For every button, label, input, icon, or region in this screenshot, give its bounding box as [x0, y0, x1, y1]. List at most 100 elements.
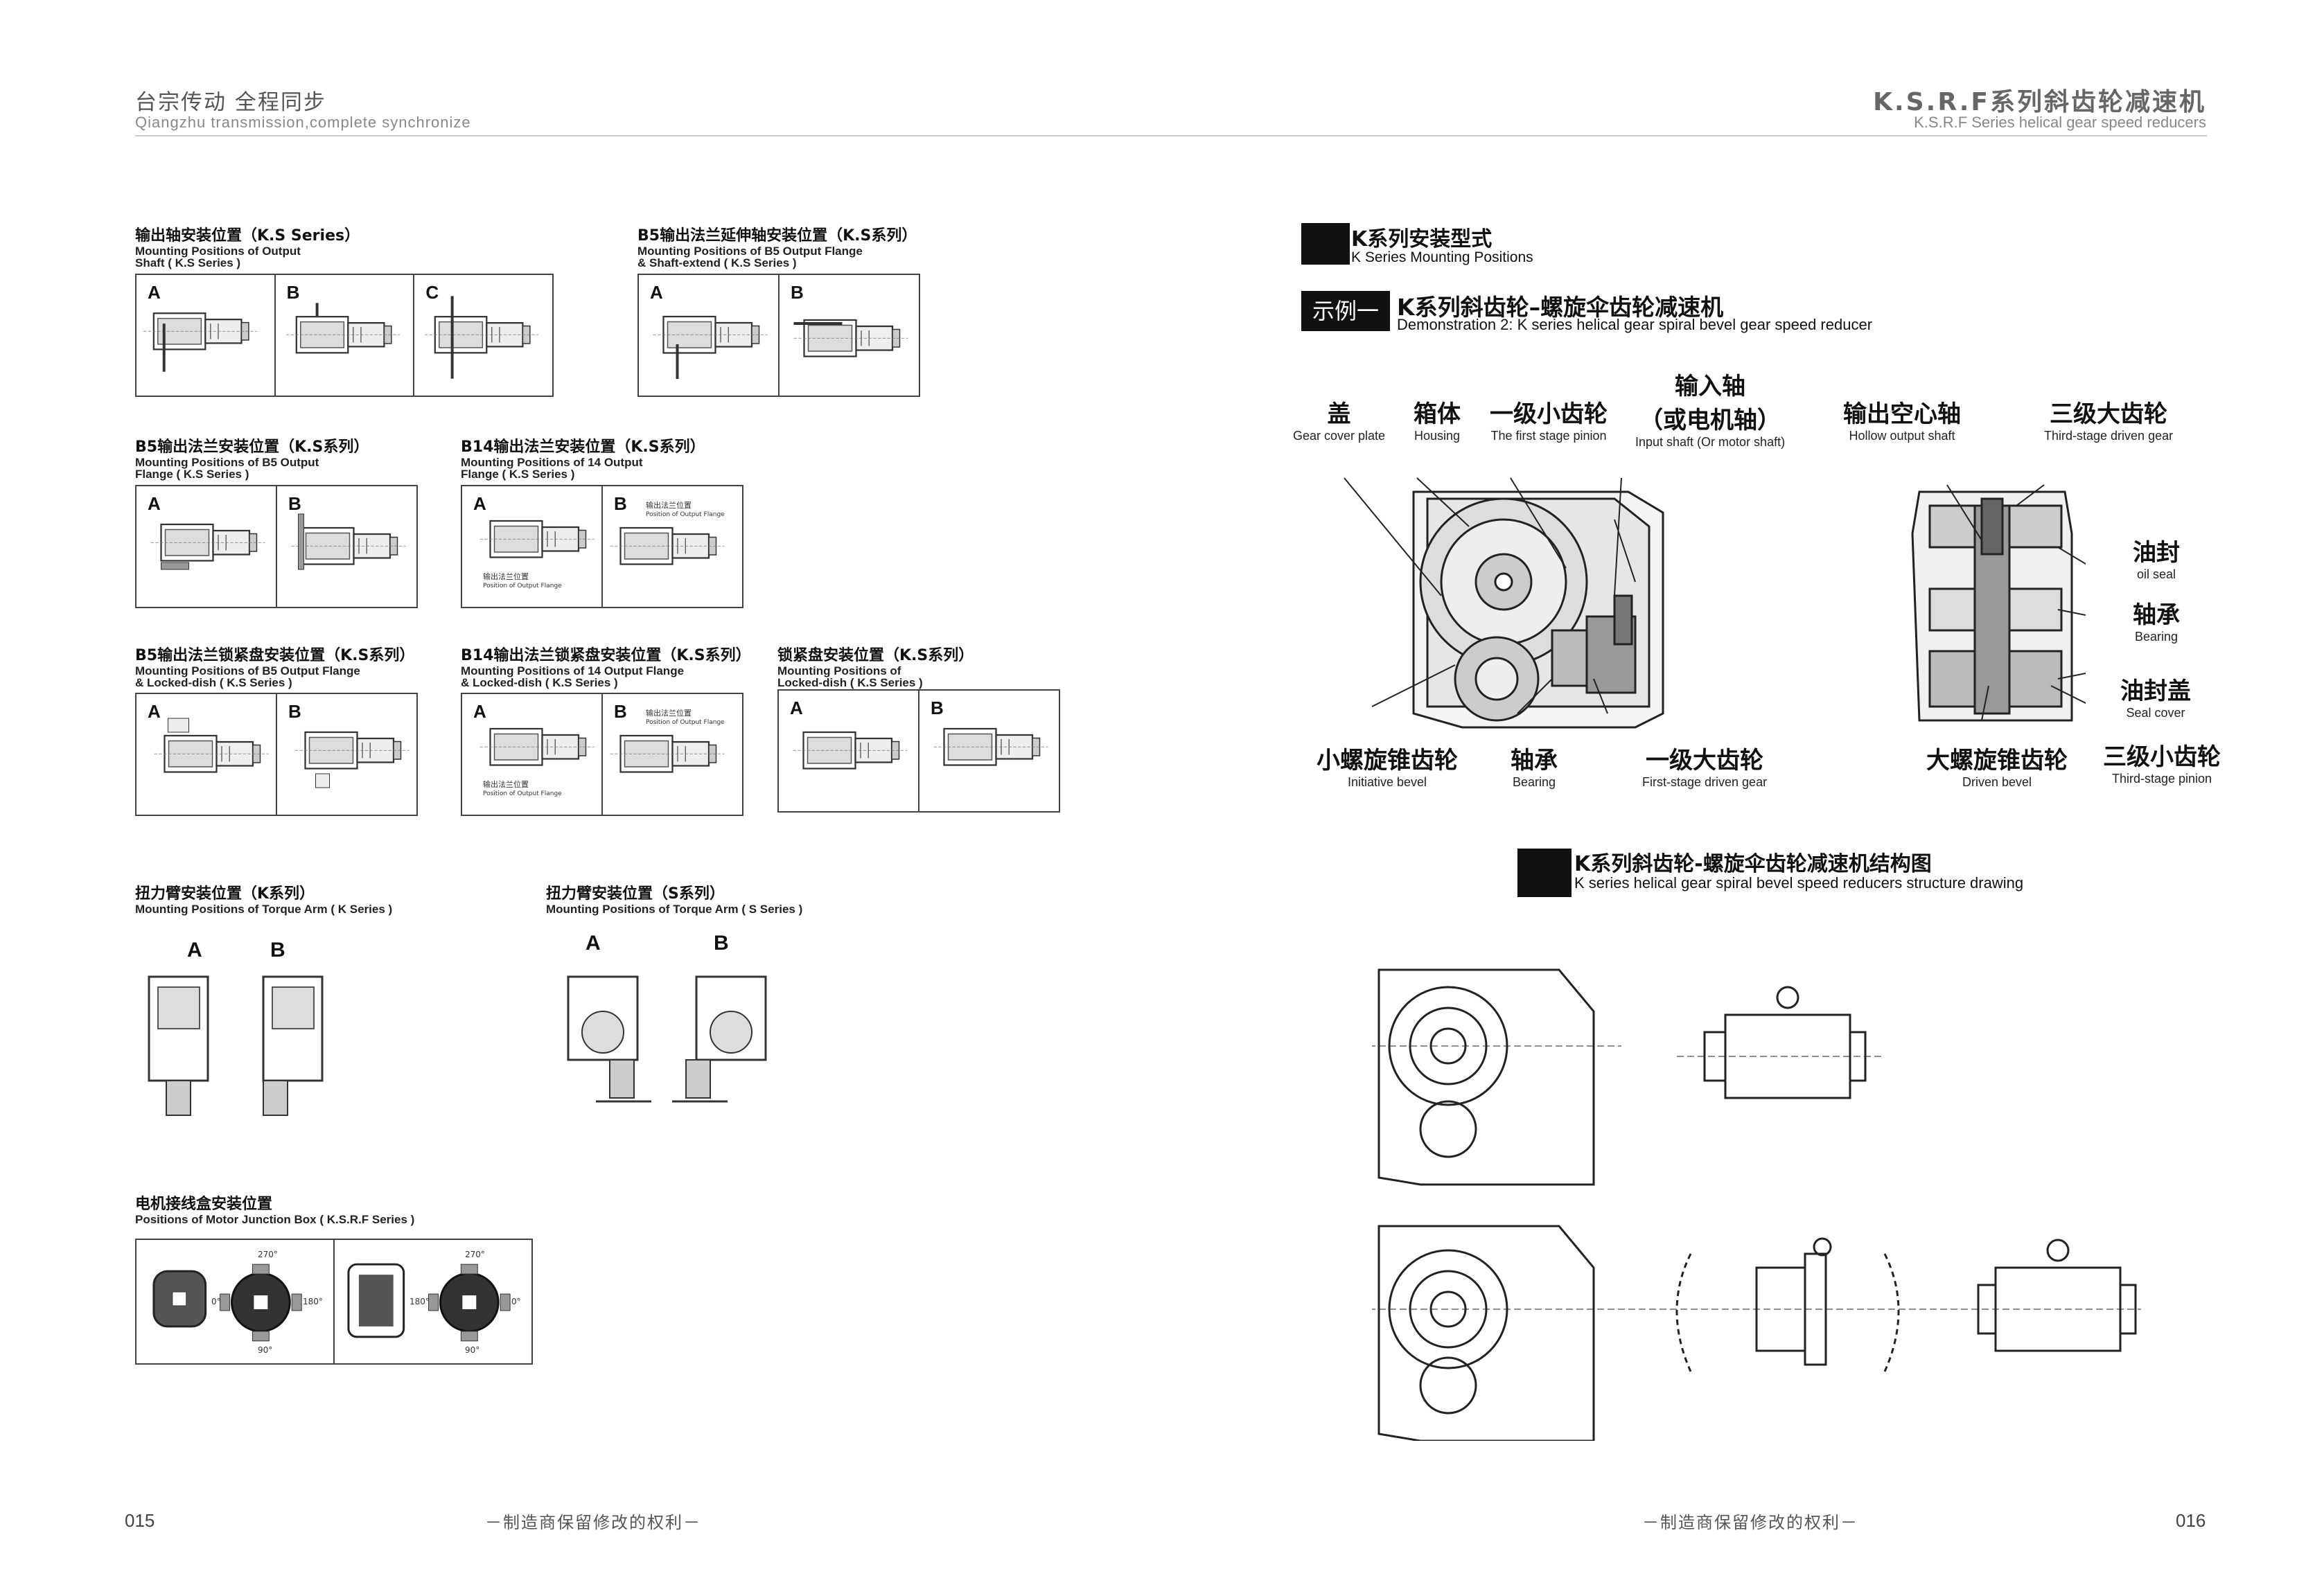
section-title-cn: 扭力臂安装位置（S系列）: [546, 885, 725, 903]
torque-k-label-b: B: [270, 939, 285, 961]
section-title-en: Positions of Motor Junction Box ( K.S.R.…: [135, 1213, 415, 1226]
panel-b: B: [277, 486, 416, 607]
panel-k: 270° 0° 180° 90°: [137, 1240, 335, 1363]
torque-s-drawing: [567, 975, 767, 1103]
b5-flange-diagram: A B: [135, 485, 418, 608]
torque-s-label-a: A: [586, 932, 601, 955]
structure-title-en: K series helical gear spiral bevel speed…: [1574, 874, 2024, 892]
section-title-en: Mounting Positions of B5 Output Flange: [637, 245, 863, 258]
header-right-cn: K.S.R.F系列斜齿轮减速机: [1873, 88, 2206, 116]
section-output-shaft: 输出轴安装位置（K.S Series） Mounting Positions o…: [135, 223, 360, 269]
section-b5-shaft-extend: B5输出法兰延伸轴安装位置（K.S系列） Mounting Positions …: [637, 223, 917, 269]
section-title-cn: B5输出法兰安装位置（K.S系列）: [135, 438, 369, 456]
demo-title-en: Demonstration 2: K series helical gear s…: [1397, 316, 1873, 333]
section-title-cn: B5输出法兰延伸轴安装位置（K.S系列）: [637, 227, 917, 245]
b5-shaft-extend-diagram: A B: [637, 274, 920, 397]
locked-dish-diagram: A B: [777, 689, 1060, 813]
section-title-en: Flange ( K.S Series ): [461, 468, 575, 481]
torque-k-label-a: A: [187, 939, 202, 961]
header-left-cn: 台宗传动 全程同步: [135, 90, 326, 115]
label-input-shaft: 输入轴（或电机轴）Input shaft (Or motor shaft): [1635, 373, 1786, 449]
demo-title-cn: K系列斜齿轮–螺旋伞齿轮减速机: [1397, 294, 1724, 321]
torque-k-drawing: [148, 975, 324, 1116]
section-title-en: Mounting Positions of 14 Output: [461, 456, 643, 469]
positions-title-cn: K系列安装型式: [1351, 227, 1493, 251]
panel-a: A: [137, 486, 277, 607]
section-title-cn: B5输出法兰锁紧盘安装位置（K.S系列）: [135, 647, 415, 664]
panel-a: A: [639, 275, 780, 396]
section-title-en: Locked-dish ( K.S Series ): [777, 676, 923, 689]
page-number-left: 015: [125, 1510, 155, 1531]
panel-a: A: [137, 694, 277, 815]
section-title-cn: 输出轴安装位置（K.S Series）: [135, 227, 360, 245]
title-marker: [1517, 849, 1572, 897]
section-title-en: Mounting Positions of Torque Arm ( S Ser…: [546, 903, 803, 916]
panel-b: B: [277, 694, 416, 815]
section-b5-flange: B5输出法兰安装位置（K.S系列） Mounting Positions of …: [135, 434, 369, 480]
panel-b: B: [780, 275, 919, 396]
section-title-en: & Locked-dish ( K.S Series ): [461, 676, 618, 689]
footer-notice-right: －制造商保留修改的权利－: [1642, 1513, 1858, 1532]
section-title-en: Mounting Positions of: [777, 664, 901, 677]
header-rule: [135, 135, 2207, 136]
panel-s: 270° 180° 0° 90°: [335, 1240, 531, 1363]
cross-section-drawing: [1344, 477, 2086, 729]
section-title-en: Mounting Positions of B5 Output: [135, 456, 319, 469]
title-marker: [1301, 223, 1350, 265]
section-torque-s: 扭力臂安装位置（S系列） Mounting Positions of Torqu…: [546, 881, 802, 915]
section-title-en: & Shaft-extend ( K.S Series ): [637, 256, 797, 269]
section-title-cn: B14输出法兰锁紧盘安装位置（K.S系列）: [461, 647, 751, 664]
section-torque-k: 扭力臂安装位置（K系列） Mounting Positions of Torqu…: [135, 881, 392, 915]
section-b5-locked: B5输出法兰锁紧盘安装位置（K.S系列） Mounting Positions …: [135, 643, 414, 689]
footer-notice-left: －制造商保留修改的权利－: [485, 1513, 701, 1532]
junction-diagram: 270° 0° 180° 90° 270° 180° 0° 90°: [135, 1239, 533, 1365]
panel-a: A: [779, 691, 919, 811]
output-shaft-diagram: A B C: [135, 274, 554, 397]
section-b14-locked: B14输出法兰锁紧盘安装位置（K.S系列） Mounting Positions…: [461, 643, 751, 689]
section-title-en: Mounting Positions of 14 Output Flange: [461, 664, 685, 677]
page-number-right: 016: [2176, 1510, 2206, 1531]
section-title-en: Shaft ( K.S Series ): [135, 256, 241, 269]
torque-s-label-b: B: [714, 932, 729, 955]
panel-b: B: [276, 275, 415, 396]
section-title-en: Mounting Positions of Output: [135, 245, 301, 258]
section-title-en: Mounting Positions of B5 Output Flange: [135, 664, 360, 677]
section-title-en: Mounting Positions of Torque Arm ( K Ser…: [135, 903, 393, 916]
header-left-en: Qiangzhu transmission,complete synchroni…: [135, 114, 471, 131]
positions-title-en: K Series Mounting Positions: [1351, 249, 1533, 265]
demo-badge: 示例一: [1301, 291, 1390, 331]
section-title-en: & Locked-dish ( K.S Series ): [135, 676, 292, 689]
section-title-cn: B14输出法兰安装位置（K.S系列）: [461, 438, 705, 456]
panel-b: B: [919, 691, 1059, 811]
section-title-cn: 锁紧盘安装位置（K.S系列）: [777, 647, 974, 664]
header-right-en: K.S.R.F Series helical gear speed reduce…: [1914, 114, 2206, 131]
structure-drawing: [1372, 968, 2141, 1441]
section-junction: 电机接线盒安装位置 Positions of Motor Junction Bo…: [135, 1191, 414, 1225]
section-b14-flange: B14输出法兰安装位置（K.S系列） Mounting Positions of…: [461, 434, 705, 480]
section-title-en: Flange ( K.S Series ): [135, 468, 249, 481]
panel-c: C: [414, 275, 552, 396]
panel-a: A: [137, 275, 276, 396]
